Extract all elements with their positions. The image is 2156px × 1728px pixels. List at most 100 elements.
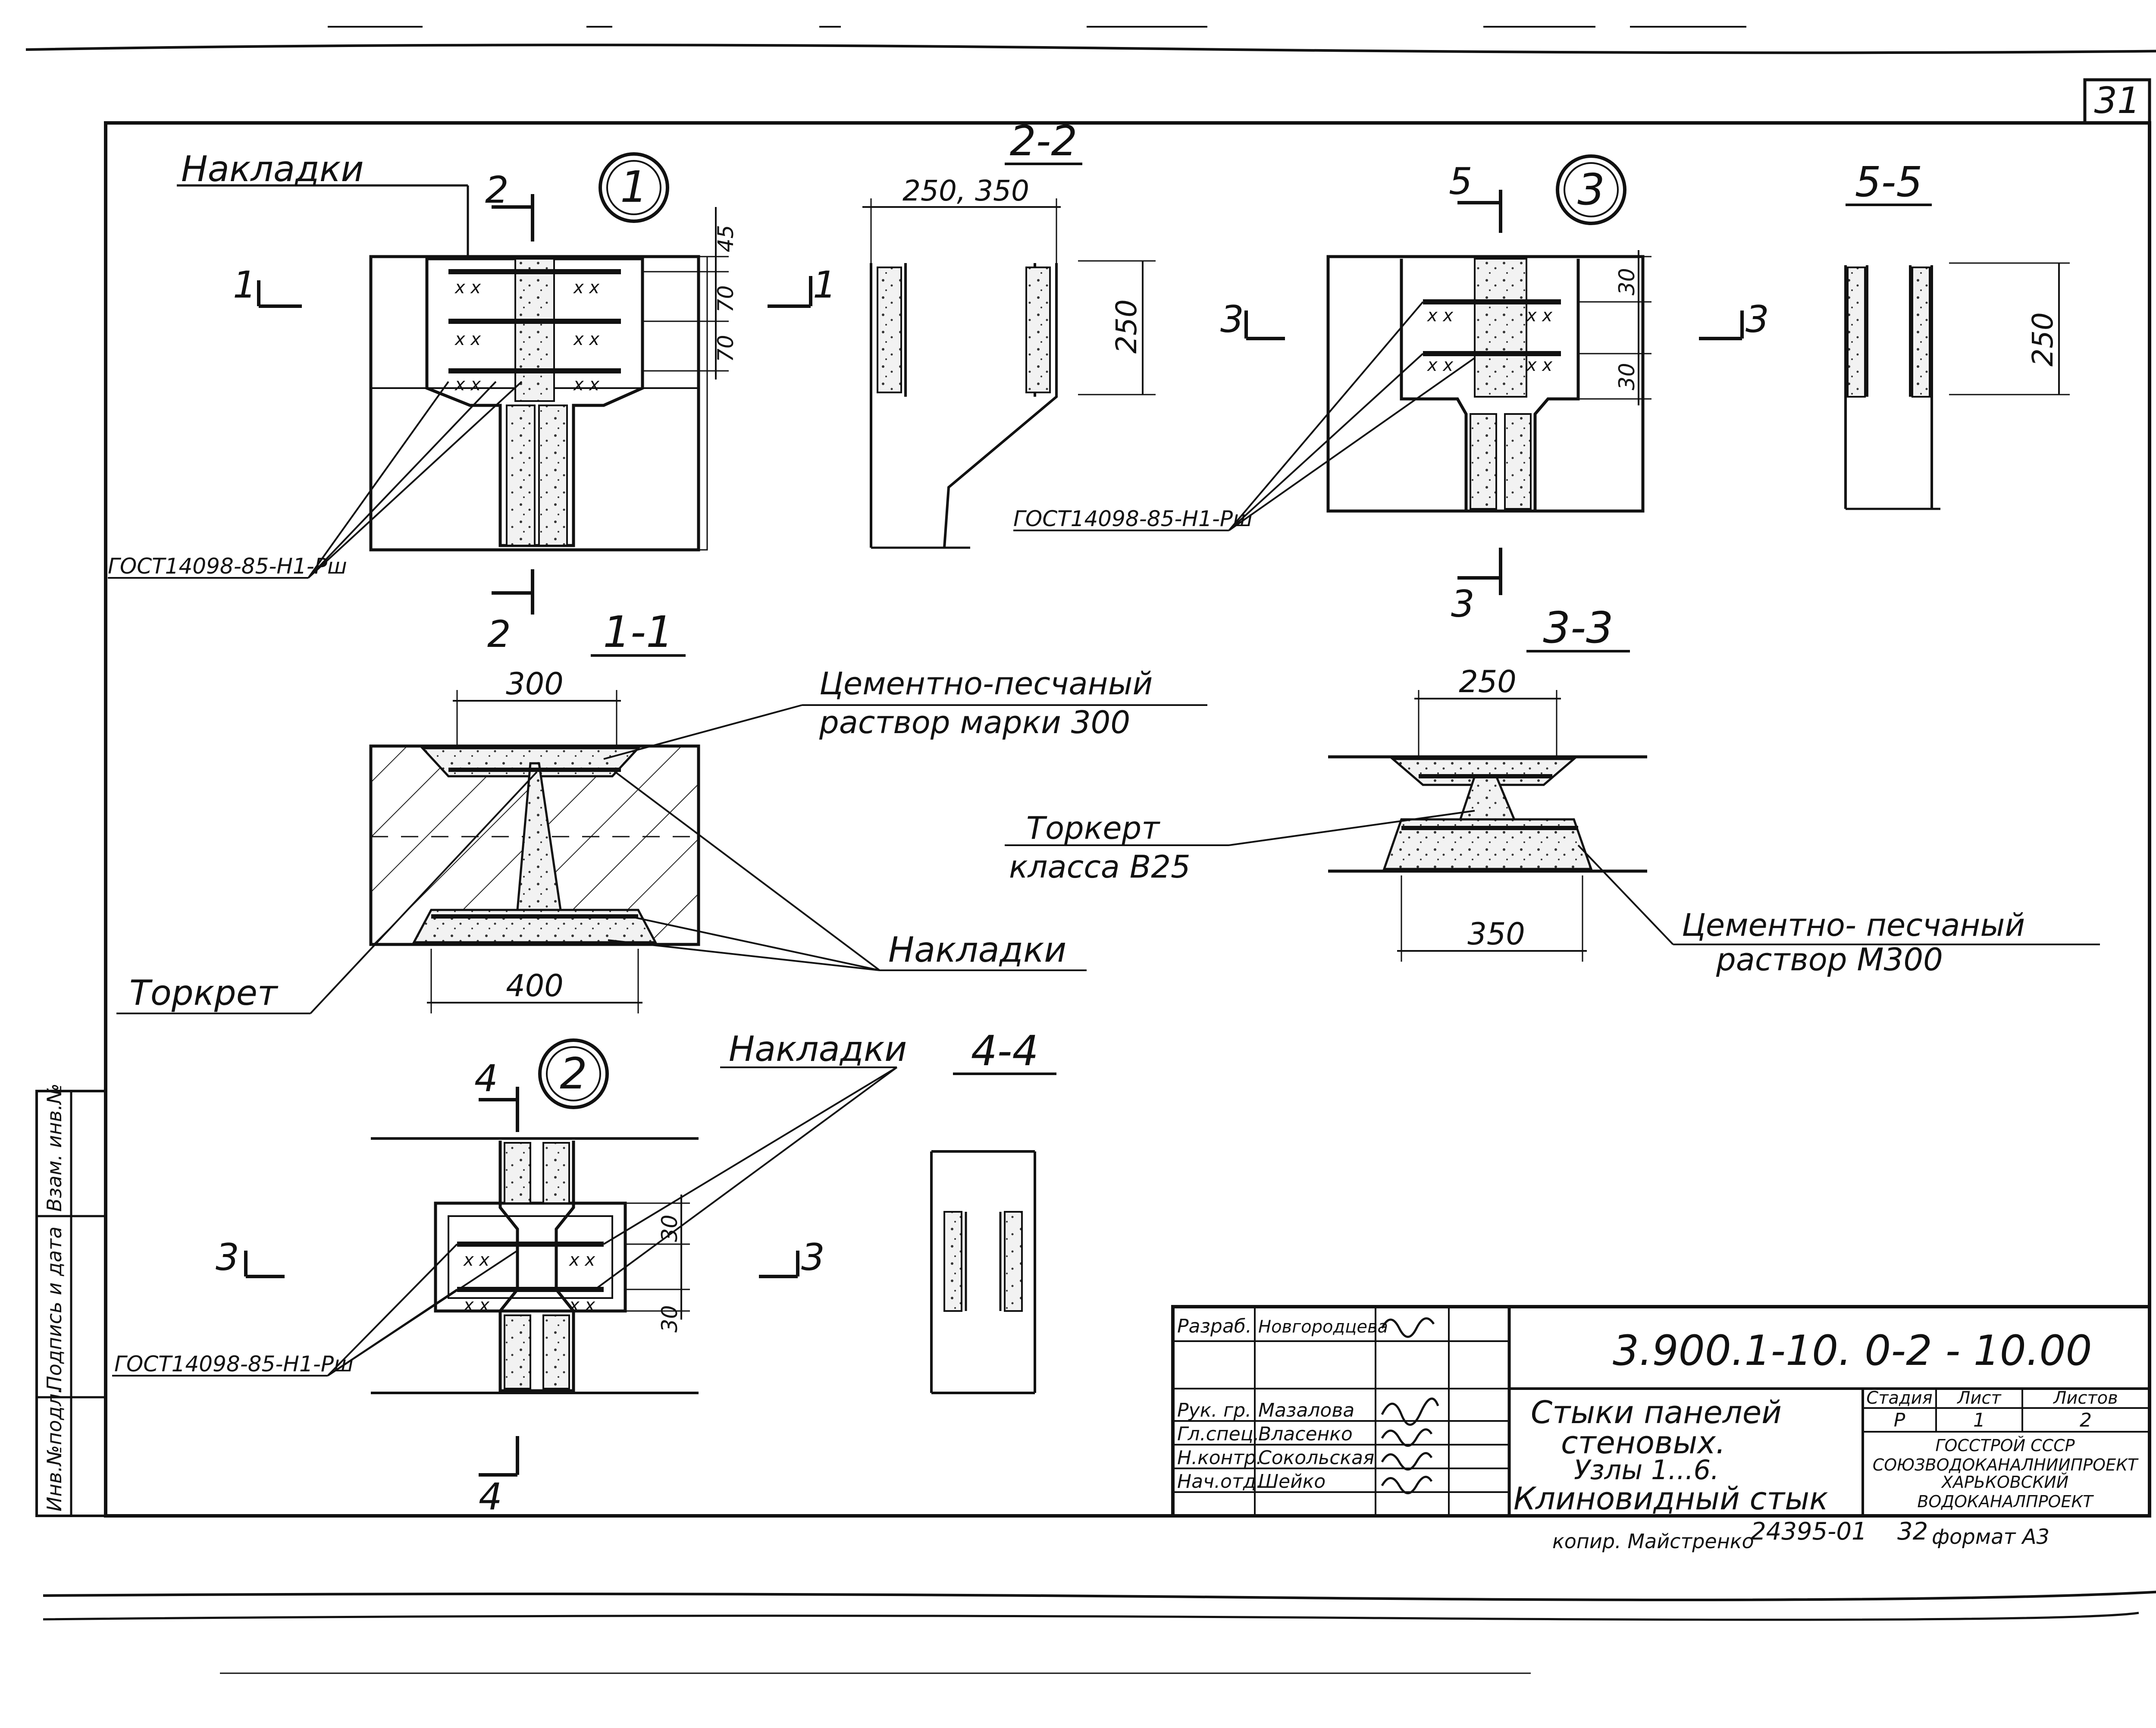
- org-line3: ХАРЬКОВСКИЙ: [1941, 1473, 2068, 1492]
- role-1-name: Новгородцева: [1258, 1317, 1388, 1337]
- org-line1: ГОССТРОЙ СССР: [1935, 1436, 2075, 1455]
- svg-text:x x: x x: [463, 1295, 489, 1315]
- node-1-cut-top: 2: [485, 169, 509, 212]
- sheets-header: Листов: [2053, 1388, 2118, 1408]
- stage-value: Р: [1894, 1409, 1905, 1431]
- archive-number: 24395-01: [1751, 1518, 1867, 1546]
- section-1-1-dim-bottom: 400: [506, 968, 564, 1004]
- node-2-cut-bottom: 4: [479, 1475, 502, 1518]
- title-line1: Стыки панелей: [1531, 1394, 1782, 1430]
- section-4-4: 4-4: [930, 1027, 1056, 1394]
- section-1-1: 1-1 300 400 Цементно-песчаный раствор ма…: [116, 607, 1207, 1014]
- node-3-cut-left: 3: [1220, 298, 1244, 341]
- role-2-name: Мазалова: [1258, 1399, 1354, 1421]
- node-2-dim-30b: 30: [657, 1305, 682, 1333]
- section-1-1-torcret: Торкрет: [129, 973, 279, 1013]
- title-block: Разраб. Новгородцева Рук. гр. Мазалова Г…: [1171, 1305, 2151, 1518]
- side-stamp: Инв.№подл. Подпись и дата Взам. инв.№: [35, 1083, 107, 1517]
- sheet-header: Лист: [1956, 1388, 2002, 1408]
- title-line4: Клиновидный стык: [1514, 1480, 1828, 1517]
- svg-text:x x: x x: [1426, 306, 1453, 326]
- stamp-replaces-inv: Взам. инв.№: [43, 1083, 66, 1212]
- section-1-1-mortar-line1: Цементно-песчаный: [819, 665, 1153, 702]
- section-1-1-dim-top: 300: [506, 666, 564, 702]
- node-1-dim-70b: 70: [713, 335, 738, 362]
- node-3-gost: ГОСТ14098-85-Н1-Рш: [1013, 506, 1253, 531]
- node-2-cut-left: 3: [216, 1236, 239, 1279]
- format-label: формат А3: [1932, 1525, 2049, 1549]
- node-2-number: 2: [560, 1048, 587, 1099]
- node-3-cut-top: 5: [1449, 160, 1473, 203]
- node-3-dim-30a: 30: [1614, 268, 1639, 295]
- svg-text:x x: x x: [568, 1250, 595, 1270]
- section-3-3: 3-3 250 350 Торкерт класса В25 Цементно-…: [1005, 602, 2100, 978]
- svg-text:x x: x x: [1426, 355, 1453, 375]
- sheet-number-box: [2083, 78, 2151, 125]
- section-2-2: 2-2 250, 350 250: [862, 117, 1156, 549]
- role-4-name: Сокольская: [1258, 1447, 1374, 1469]
- node-2-marker: [538, 1038, 609, 1109]
- svg-text:x x: x x: [454, 278, 481, 298]
- node-1-cut-left: 1: [233, 263, 257, 307]
- section-2-2-title: 2-2: [1010, 117, 1078, 165]
- title-line2: стеновых.: [1561, 1424, 1726, 1461]
- svg-text:x x: x x: [454, 329, 481, 349]
- role-2: Рук. гр.: [1177, 1399, 1251, 1421]
- svg-text:x x: x x: [463, 1250, 489, 1270]
- drawing-frame: [104, 121, 2151, 1518]
- signatures: [1381, 1317, 1439, 1494]
- scan-edge-top: [25, 26, 2156, 54]
- title-line3: Узлы 1...6.: [1574, 1454, 1719, 1486]
- org-line4: ВОДОКАНАЛПРОЕКТ: [1917, 1492, 2094, 1511]
- svg-text:x x: x x: [573, 375, 599, 395]
- copy-note-text: копир. Майстренко: [1552, 1530, 1754, 1553]
- node-1-dim-70a: 70: [713, 285, 738, 313]
- node-3-cut-right: 3: [1745, 298, 1769, 341]
- section-3-3-torcret-line1: Торкерт: [1026, 810, 1160, 846]
- node-3-dim-30b: 30: [1614, 363, 1639, 390]
- node-2-overlays-label: Накладки: [729, 1029, 907, 1069]
- svg-text:x x: x x: [573, 329, 599, 349]
- section-2-2-dim-height: 250: [1110, 299, 1143, 354]
- section-1-1-overlays: Накладки: [888, 930, 1066, 970]
- stage-header: Стадия: [1866, 1388, 1932, 1408]
- stamp-inv-original: Инв.№подл.: [43, 1387, 66, 1512]
- node-3-marker: [1556, 154, 1626, 225]
- section-1-1-mortar-line2: раствор марки 300: [819, 704, 1130, 740]
- node-3-cut-bottom: 3: [1451, 583, 1475, 626]
- node-2-cut-top: 4: [474, 1057, 498, 1100]
- role-3-name: Власенко: [1258, 1423, 1353, 1445]
- section-3-3-mortar-line2: раствор М300: [1716, 941, 1943, 978]
- role-5: Нач.отд.: [1177, 1471, 1262, 1493]
- section-3-3-mortar-line1: Цементно- песчаный: [1682, 907, 2025, 943]
- section-3-3-dim-bottom: 350: [1467, 916, 1525, 952]
- section-5-5-dim-height: 250: [2026, 312, 2059, 367]
- node-2: 2 Накладки x x x x x x x x 30 30 4 4 3 3: [112, 1029, 907, 1518]
- svg-text:x x: x x: [1526, 355, 1552, 375]
- node-3: 3 x x x x x x x x 30 30 5 3 3 3 ГОСТ1409…: [1013, 154, 1769, 626]
- section-3-3-torcret-line2: класса В25: [1009, 849, 1191, 885]
- svg-text:x x: x x: [454, 375, 481, 395]
- page-ref: 32: [1897, 1518, 1928, 1546]
- node-2-cut-right: 3: [801, 1236, 825, 1279]
- node-1-overlays-label: Накладки: [181, 149, 364, 190]
- section-3-3-title: 3-3: [1543, 602, 1613, 653]
- section-1-1-title: 1-1: [603, 607, 673, 657]
- document-code: 3.900.1-10. 0-2 - 10.00: [1613, 1327, 2092, 1375]
- role-1: Разраб.: [1177, 1315, 1252, 1337]
- node-1-number: 1: [620, 162, 648, 212]
- section-5-5-title: 5-5: [1855, 158, 1923, 206]
- node-1-gost: ГОСТ14098-85-Н1-Рш: [108, 554, 347, 579]
- node-1-marker: [599, 152, 669, 223]
- scan-edge-bottom: [43, 1590, 2156, 1674]
- section-5-5: 5-5 250: [1844, 158, 2070, 510]
- role-3: Гл.спец.: [1177, 1423, 1260, 1445]
- svg-text:x x: x x: [568, 1295, 595, 1315]
- copy-note: копир. Майстренко 24395-01 32 формат А3: [1552, 1518, 2049, 1553]
- sheet-value: 1: [1973, 1409, 1985, 1431]
- node-1: 1 Накладки x x x x x x x x x x x x 45 70…: [108, 149, 837, 656]
- role-5-name: Шейко: [1258, 1471, 1326, 1493]
- section-3-3-dim-top: 250: [1459, 664, 1517, 699]
- node-2-gost: ГОСТ14098-85-Н1-Рш: [114, 1352, 354, 1377]
